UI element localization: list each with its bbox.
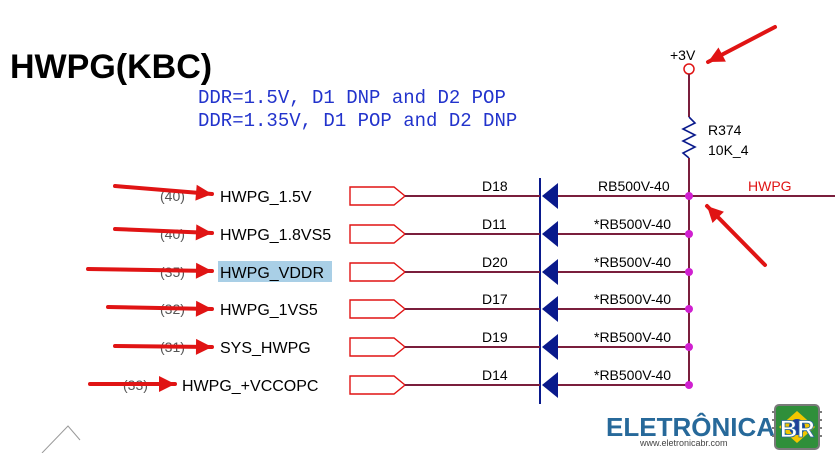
- red-arrow: [706, 25, 777, 64]
- output-net-label: HWPG: [748, 178, 792, 194]
- diode-part: *RB500V-40: [594, 329, 671, 345]
- note-line-2: DDR=1.35V, D1 POP and D2 DNP: [198, 110, 517, 132]
- diode-symbol: [542, 221, 558, 247]
- power-rail-terminal: [683, 63, 695, 75]
- schematic-title: HWPG(KBC): [10, 48, 212, 86]
- watermark-url: www.eletronicabr.com: [639, 438, 728, 448]
- input-port-shape: [349, 337, 407, 357]
- signal-rows: (40) HWPG_1.5V D18 RB500V-40 (40) HWPG_1.8VS5…: [123, 178, 693, 398]
- input-port-shape: [349, 375, 407, 395]
- red-arrow: [106, 300, 214, 317]
- diode-symbol: [542, 259, 558, 285]
- red-arrow: [88, 376, 177, 392]
- signal-row: (40) HWPG_1.8VS5 D11 *RB500V-40: [160, 216, 693, 247]
- power-rail-label: +3V: [670, 47, 696, 63]
- net-label: HWPG_1VS5: [220, 302, 318, 319]
- junction-dot: [685, 192, 693, 200]
- diode-ref: D14: [482, 367, 508, 383]
- watermark-brand-tail: BR: [780, 416, 815, 443]
- net-label: HWPG_VDDR: [220, 265, 324, 282]
- input-port-shape: [349, 186, 407, 206]
- diode-symbol: [542, 334, 558, 360]
- diode-ref: D18: [482, 178, 508, 194]
- diode-symbol: [542, 183, 558, 209]
- net-label: HWPG_1.8VS5: [220, 227, 331, 244]
- input-port-shape: [349, 224, 407, 244]
- red-arrow: [705, 204, 767, 267]
- red-arrow: [113, 224, 214, 241]
- diode-part: *RB500V-40: [594, 216, 671, 232]
- junction-dot: [685, 268, 693, 276]
- net-label: SYS_HWPG: [220, 340, 311, 357]
- diode-part: *RB500V-40: [594, 367, 671, 383]
- diode-ref: D20: [482, 254, 508, 270]
- diode-ref: D11: [482, 216, 507, 232]
- watermark-brand-main: ELETRÔNICA: [606, 412, 775, 442]
- diode-part: RB500V-40: [598, 178, 670, 194]
- page-ref: (40): [160, 226, 185, 242]
- annotation-arrows: [86, 25, 777, 392]
- watermark-chip-icon: [772, 404, 822, 450]
- resistor-ref: R374: [708, 122, 742, 138]
- net-label: HWPG_1.5V: [220, 189, 312, 206]
- note-line-1: DDR=1.5V, D1 DNP and D2 POP: [198, 87, 506, 109]
- corner-mark: [41, 425, 81, 453]
- diode-symbol: [542, 372, 558, 398]
- junction-dot: [685, 381, 693, 389]
- net-label: HWPG_+VCCOPC: [182, 378, 318, 395]
- watermark-logo: ELETRÔNICA BR www.eletronicabr.com: [606, 404, 822, 450]
- net-highlight: [218, 261, 332, 282]
- diode-ref: D17: [482, 291, 508, 307]
- red-arrow: [113, 338, 214, 355]
- diode-symbol: [542, 296, 558, 322]
- diode-ref: D19: [482, 329, 508, 345]
- diode-part: *RB500V-40: [594, 254, 671, 270]
- junction-dot: [685, 343, 693, 351]
- junction-dot: [685, 305, 693, 313]
- input-port-shape: [349, 299, 407, 319]
- junction-dot: [685, 230, 693, 238]
- resistor-value: 10K_4: [708, 142, 749, 158]
- diode-part: *RB500V-40: [594, 291, 671, 307]
- red-arrow: [113, 184, 214, 201]
- resistor-r374: [681, 116, 697, 159]
- input-port-shape: [349, 262, 407, 282]
- red-arrow: [86, 262, 214, 279]
